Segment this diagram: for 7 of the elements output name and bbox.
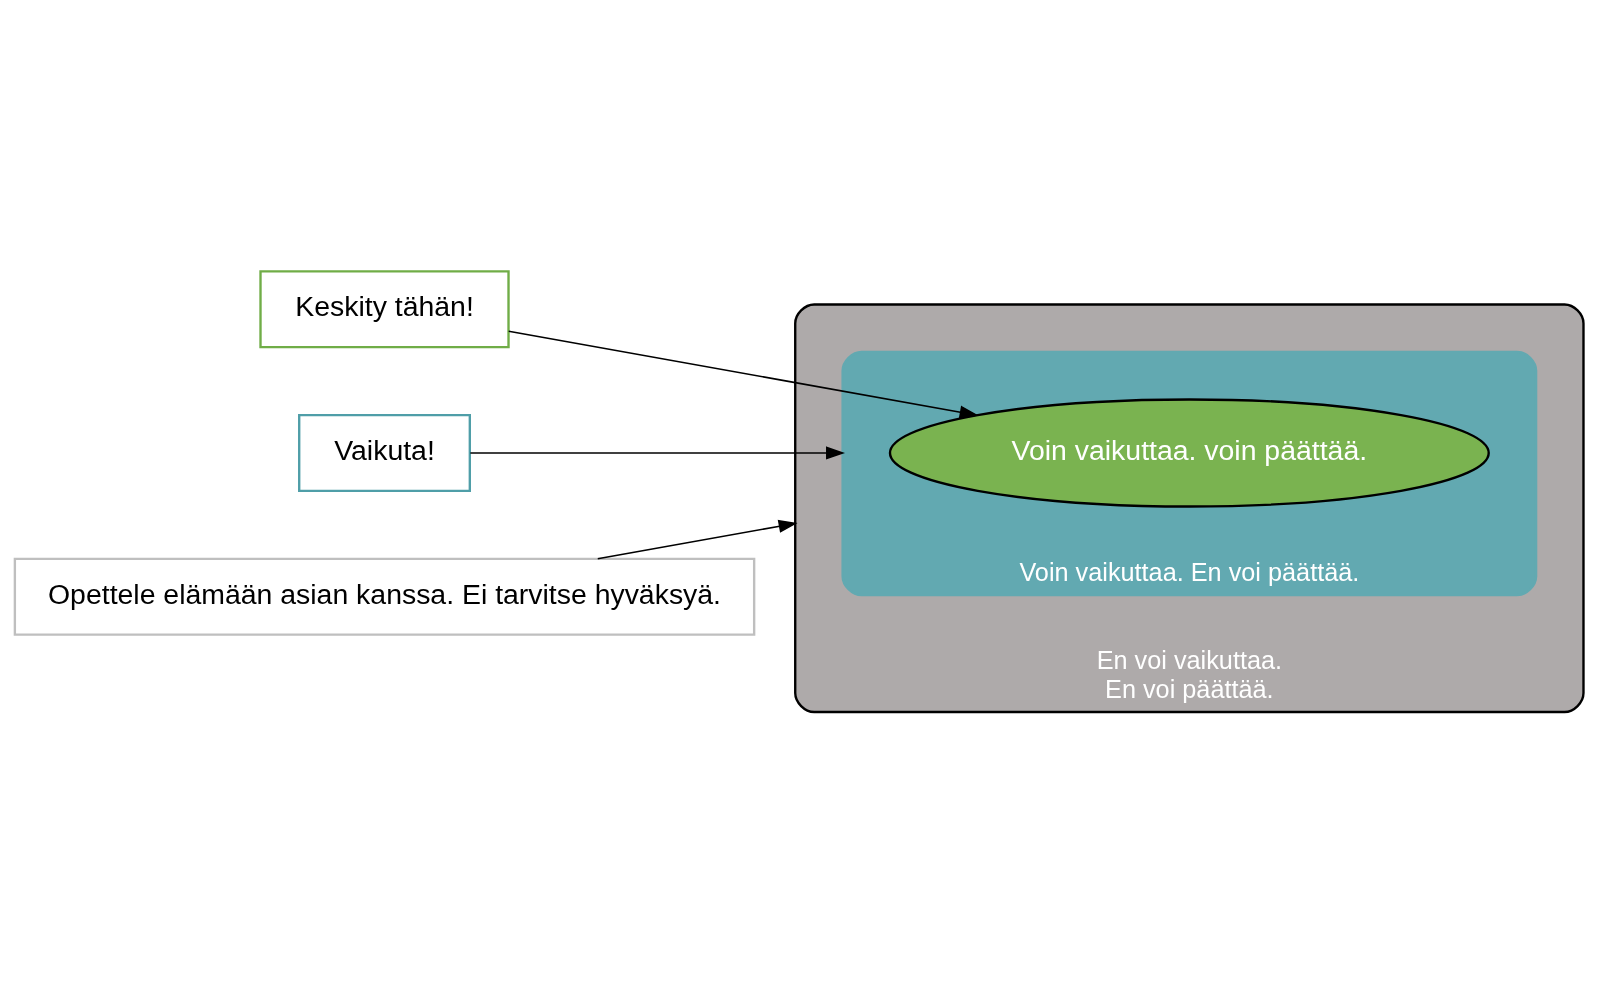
node-box: Vaikuta! (298, 413, 471, 492)
arrow (597, 519, 798, 560)
arrow (507, 329, 979, 419)
arrow (469, 445, 845, 460)
node-box: Opettele elämään asian kanssa. Ei tarvitse hyväksyä. (13, 557, 756, 636)
node-box: Keskity tähän! (259, 269, 510, 348)
node-ellipse: Voin vaikuttaa. voin päättää. (888, 397, 1490, 508)
